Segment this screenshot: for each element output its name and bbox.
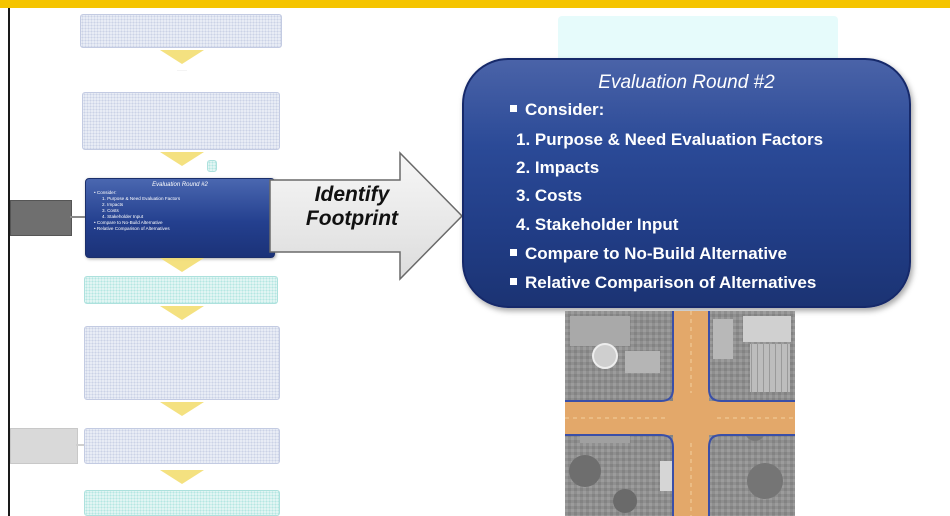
factor-item: 3. Costs [516, 186, 583, 205]
left-border-line [8, 8, 10, 516]
small-box-line: • Compare to No-Build Alternative [94, 220, 163, 225]
square-bullet-icon [510, 278, 517, 285]
consider-label: Consider: [525, 100, 605, 119]
flow-step-teal-3 [84, 490, 280, 516]
small-box-title: Evaluation Round #2 [152, 182, 208, 188]
small-box-line: • Relative Comparison of Alternatives [94, 226, 170, 231]
flow-arrow-1 [160, 50, 204, 64]
evaluation-round-small-box: Evaluation Round #2 • Consider: 1. Purpo… [85, 178, 275, 258]
arrow-label-line1: Identify [314, 183, 390, 206]
evaluation-round-title: Evaluation Round #2 [598, 72, 775, 93]
cyan-placeholder-box [558, 16, 838, 62]
arrow-label: Identify Footprint [296, 183, 408, 231]
factor-item: 4. Stakeholder Input [516, 215, 679, 234]
arrow-label-line2: Footprint [305, 207, 399, 230]
small-box-list: • Consider: 1. Purpose & Need Evaluation… [94, 190, 274, 232]
top-accent-bar [0, 0, 950, 8]
flow-arrow-4 [160, 306, 204, 320]
square-bullet-icon [510, 249, 517, 256]
consider-bullet: Consider: [510, 100, 604, 120]
small-box-line: 2. Impacts [102, 202, 124, 207]
side-connector-1 [70, 216, 85, 218]
small-box-line: 1. Purpose & Need Evaluation Factors [102, 196, 181, 201]
evaluation-round-panel: Evaluation Round #2 Consider: 1. Purpose… [462, 58, 911, 308]
flow-step-1 [80, 14, 282, 48]
flow-arrow-2 [160, 152, 204, 166]
flow-step-3 [84, 326, 280, 400]
flow-step-teal-2 [84, 276, 278, 304]
small-box-line: • Consider: [94, 190, 117, 195]
flow-arrow-3 [160, 258, 204, 272]
identify-footprint-arrow [269, 151, 464, 281]
relative-comparison-label: Relative Comparison of Alternatives [525, 273, 817, 292]
small-box-line: 4. Stakeholder Input [102, 214, 144, 219]
flow-step-4 [84, 428, 280, 464]
factor-item: 1. Purpose & Need Evaluation Factors [516, 130, 824, 149]
side-connector-2 [76, 444, 84, 446]
flow-step-2 [82, 92, 280, 150]
flow-step-teal-1 [207, 160, 217, 172]
flow-connector-label-1: ····· [177, 68, 187, 74]
compare-bullet: Compare to No-Build Alternative [510, 244, 787, 264]
relative-comparison-bullet: Relative Comparison of Alternatives [510, 273, 816, 293]
side-input-box-2 [10, 428, 78, 464]
square-bullet-icon [510, 105, 517, 112]
factor-item: 2. Impacts [516, 158, 600, 177]
small-box-line: 3. Costs [102, 208, 119, 213]
aerial-intersection-photo [565, 311, 795, 516]
flow-arrow-6 [160, 470, 204, 484]
compare-label: Compare to No-Build Alternative [525, 244, 787, 263]
flow-arrow-5 [160, 402, 204, 416]
side-input-box-1 [10, 200, 72, 236]
